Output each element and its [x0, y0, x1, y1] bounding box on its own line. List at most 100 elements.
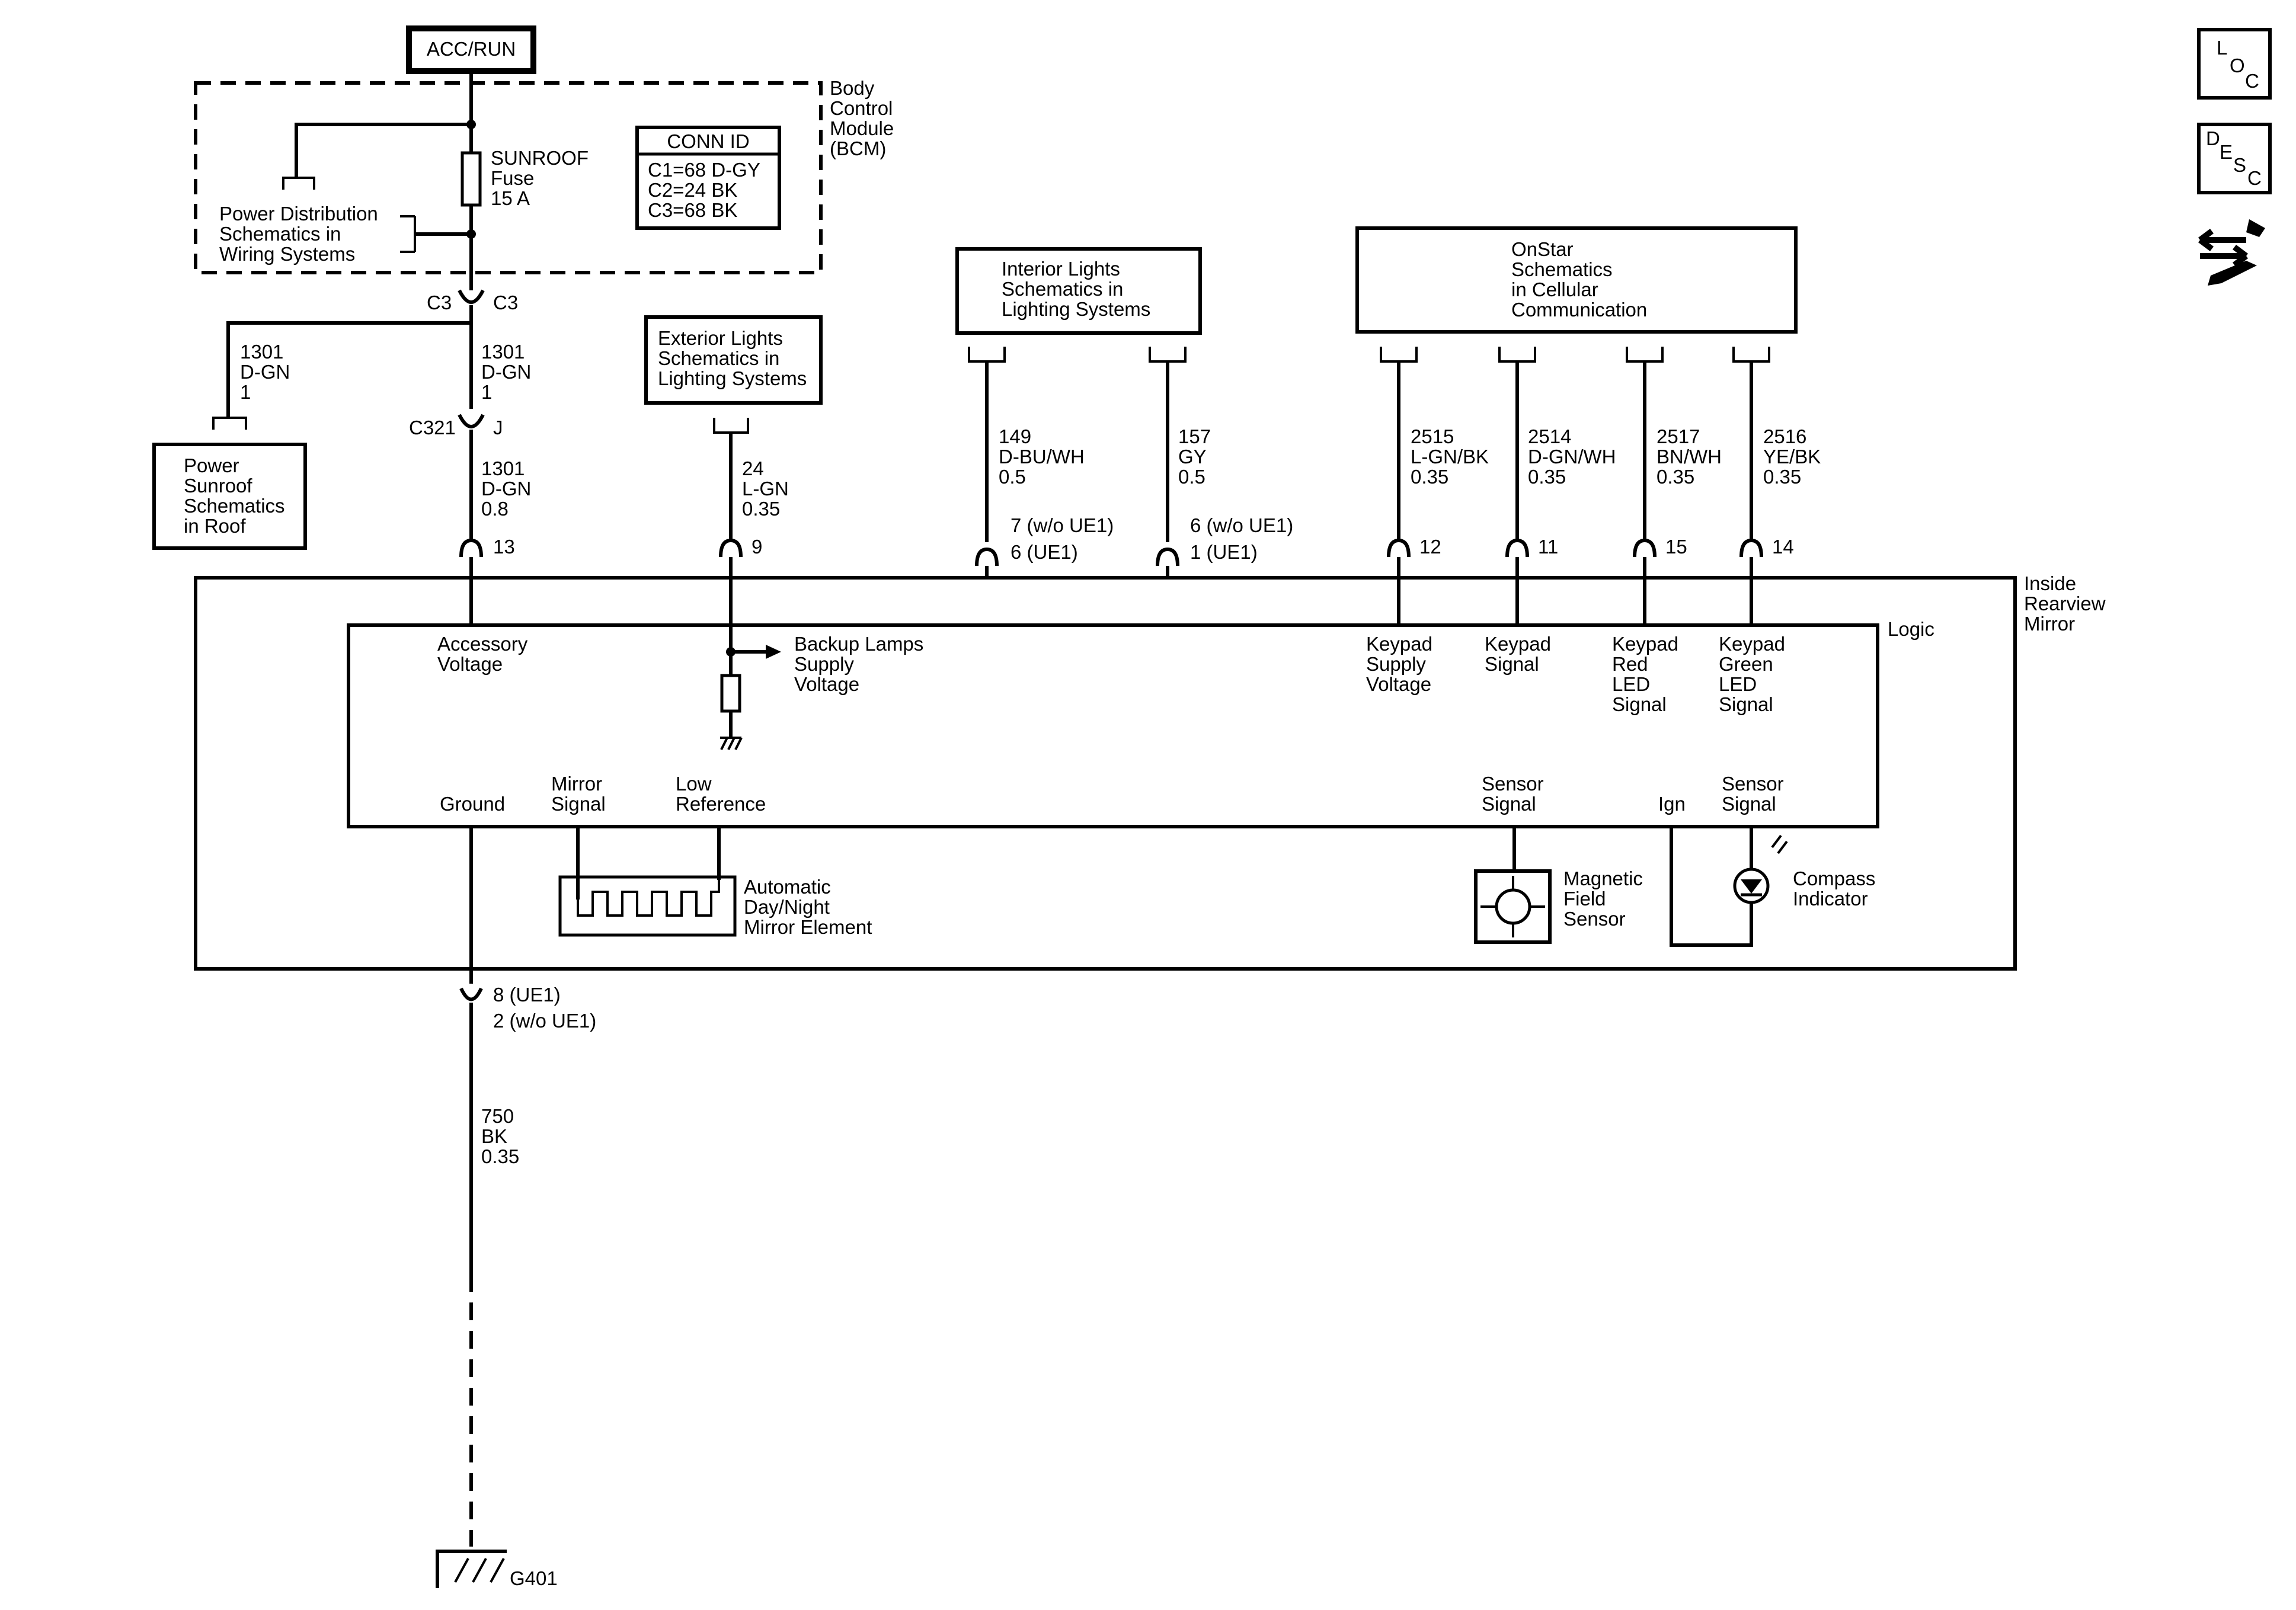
inside-rearview-mirror: Inside Rearview Mirror Logic Accessory V…: [194, 557, 2106, 984]
sensor-signal-1-label: Sensor: [1482, 773, 1544, 795]
wire-2515-color: L-GN/BK: [1411, 446, 1489, 468]
wire-750-color: BK: [481, 1125, 507, 1147]
wrench-arrows-icon[interactable]: [2198, 219, 2265, 286]
location-button[interactable]: L O C: [2197, 28, 2272, 100]
magnetic-sensor-label: Magnetic: [1563, 868, 1643, 889]
ground-pin-label-2: 2 (w/o UE1): [493, 1010, 596, 1032]
wire-2517-size: 0.35: [1657, 466, 1694, 488]
compass-indicator: Compass Indicator: [1670, 827, 1875, 947]
wire-2517-circuit: 2517: [1657, 425, 1700, 447]
conn-id-row: C3=68 BK: [648, 199, 737, 221]
sensor-signal-2-label: Sensor: [1722, 773, 1784, 795]
pin-157-label-1: 6 (w/o UE1): [1190, 514, 1293, 536]
desc-icon-letter: D: [2206, 127, 2220, 149]
wire-2516-color: YE/BK: [1763, 446, 1821, 468]
sunroof-fuse-icon: [461, 151, 482, 207]
fuse-name: SUNROOF: [491, 147, 589, 169]
keypad-red-label: LED: [1612, 673, 1650, 695]
c321-right-label: J: [493, 417, 503, 438]
wire-1301-branch-color: D-GN: [240, 361, 290, 383]
description-button[interactable]: D E S C: [2197, 123, 2272, 194]
conn-id-row: C1=68 D-GY: [648, 159, 760, 181]
accessory-voltage-label: Accessory: [437, 633, 528, 655]
c3-right-label: C3: [493, 292, 518, 313]
power-sunroof-reference: Power Sunroof Schematics in Roof: [152, 443, 307, 550]
fuse-label: Fuse: [491, 167, 534, 189]
power-sunroof-line: Schematics: [184, 495, 285, 517]
keypad-signal-label: Signal: [1485, 653, 1539, 675]
mirror-signal-label: Mirror: [551, 773, 602, 795]
keypad-red-label: Keypad: [1612, 633, 1678, 655]
wire-157-color: GY: [1178, 446, 1207, 468]
day-night-label: Mirror Element: [744, 916, 872, 938]
c321-left-label: C321: [409, 417, 456, 438]
bcm-title-line-3: Module: [830, 117, 894, 139]
keypad-signal-label: Keypad: [1485, 633, 1551, 655]
low-reference-label: Reference: [676, 793, 766, 815]
c3-left-label: C3: [427, 292, 452, 313]
g401-label: G401: [510, 1567, 558, 1589]
desc-icon-letter: S: [2233, 154, 2246, 176]
bcm-title-line-1: Body: [830, 77, 875, 99]
ground-pin-label-1: 8 (UE1): [493, 984, 561, 1006]
keypad-red-label: Signal: [1612, 693, 1667, 715]
day-night-label: Automatic: [744, 876, 831, 898]
loc-icon-letter: L: [2217, 37, 2227, 59]
wire-1301-bottom-size: 0.8: [481, 498, 509, 520]
mirror-title-line: Inside: [2024, 572, 2076, 594]
conn-id-title: CONN ID: [667, 130, 749, 152]
wire-149-circuit: 149: [999, 425, 1031, 447]
onstar-line: Communication: [1511, 299, 1647, 321]
wire-1301-bottom-color: D-GN: [481, 478, 531, 500]
wire-2515-circuit: 2515: [1411, 425, 1454, 447]
keypad-green-label: Signal: [1719, 693, 1773, 715]
wire-24-size: 0.35: [742, 498, 780, 520]
pin-12-label: 12: [1419, 536, 1441, 558]
conn-id-row: C2=24 BK: [648, 179, 737, 201]
interior-lights-reference: Interior Lights Schematics in Lighting S…: [955, 247, 1202, 335]
wire-149-color: D-BU/WH: [999, 446, 1085, 468]
keypad-supply-label: Keypad: [1366, 633, 1432, 655]
wire-2516-size: 0.35: [1763, 466, 1801, 488]
loc-icon-letter: C: [2245, 70, 2259, 92]
magnetic-sensor-label: Field: [1563, 888, 1606, 910]
keypad-green-label: Keypad: [1719, 633, 1785, 655]
conn-id-table: CONN ID C1=68 D-GY C2=24 BK C3=68 BK: [635, 126, 781, 230]
magnetic-sensor-label: Sensor: [1563, 908, 1626, 930]
sensor-signal-2-label: Signal: [1722, 793, 1776, 815]
power-sunroof-line: Sunroof: [184, 475, 252, 497]
wire-750-circuit: 750: [481, 1105, 514, 1127]
connector-c321: C321 J: [409, 414, 503, 438]
fuse-rating: 15 A: [491, 187, 530, 209]
resistor-icon: [720, 674, 741, 713]
wire-2517-color: BN/WH: [1657, 446, 1722, 468]
logic-label: Logic: [1888, 618, 1934, 640]
chassis-ground-icon: [720, 737, 743, 750]
wire-1301-top-circuit: 1301: [481, 341, 525, 363]
compass-label: Compass: [1793, 868, 1875, 889]
onstar-line: Schematics: [1511, 258, 1613, 280]
keypad-supply-label: Supply: [1366, 653, 1426, 675]
keypad-green-label: LED: [1719, 673, 1757, 695]
accessory-voltage-label: Voltage: [437, 653, 503, 675]
acc-run-power-source: ACC/RUN: [406, 25, 536, 74]
mirror-title-line: Rearview: [2024, 593, 2106, 614]
wire-2514-color: D-GN/WH: [1528, 446, 1616, 468]
interior-lights-line: Interior Lights: [1002, 258, 1120, 280]
exterior-lights-line: Exterior Lights: [658, 327, 783, 349]
loc-icon-letter: O: [2230, 55, 2245, 76]
wire-1301-top-color: D-GN: [481, 361, 531, 383]
logic-module: Logic Accessory Voltage Backup Lamps Sup…: [347, 618, 1934, 828]
light-emission-icon: [1771, 834, 1788, 854]
power-sunroof-line: in Roof: [184, 515, 246, 537]
exterior-lights-line: Schematics in: [658, 347, 779, 369]
wire-1301-bottom-circuit: 1301: [481, 457, 525, 479]
wire-1301-branch-size: 1: [240, 381, 251, 403]
onstar-line: OnStar: [1511, 238, 1574, 260]
wire-750-size: 0.35: [481, 1145, 519, 1167]
body-control-module: Body Control Module (BCM) SUNROOF Fuse 1…: [194, 71, 894, 290]
ground-label: Ground: [440, 793, 505, 815]
wire-24-color: L-GN: [742, 478, 789, 500]
wire-149-size: 0.5: [999, 466, 1026, 488]
